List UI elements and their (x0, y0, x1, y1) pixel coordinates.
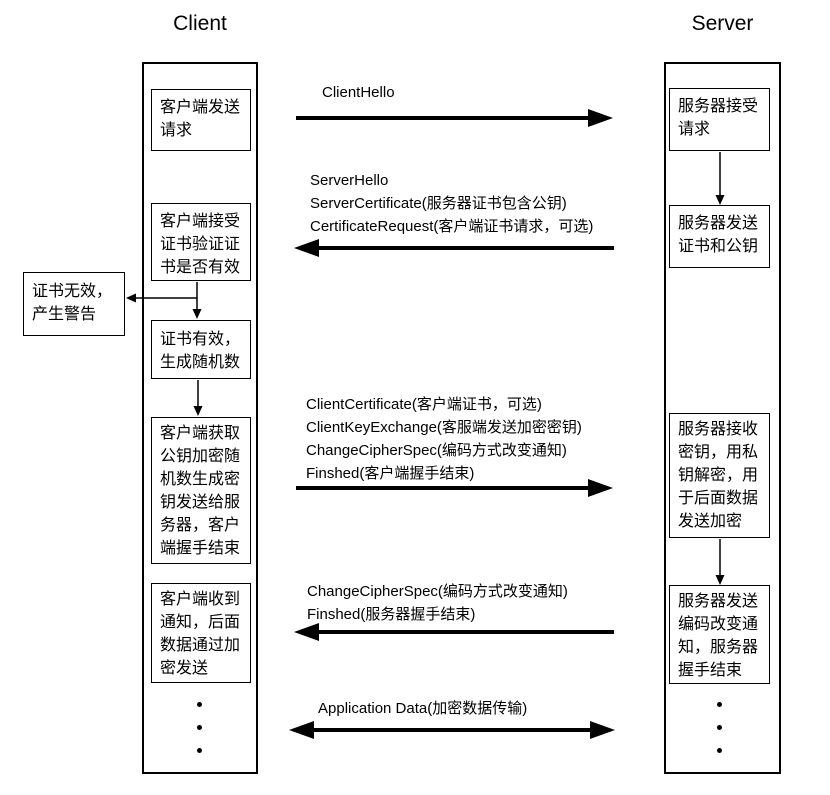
client-step-encrypt-key: 客户端获取 公钥加密随 机数生成密 钥发送给服 务器，客户 端握手结束 (151, 417, 251, 564)
message-label-server-hello: ServerHello ServerCertificate(服务器证书包含公钥)… (310, 172, 594, 235)
message-label-client-hello: ClientHello (322, 84, 395, 101)
client-title: Client (173, 12, 227, 35)
message-label-client-key-exchange: ClientCertificate(客户端证书，可选) ClientKeyExc… (306, 396, 582, 482)
ellipsis-dot (197, 725, 202, 730)
server-step-send-change-notice: 服务器发送 编码改变通 知，服务器 握手结束 (669, 585, 770, 684)
message-arrow-application-data (289, 721, 615, 739)
ellipsis-dot (717, 725, 722, 730)
client-step-cert-valid: 证书有效， 生成随机数 (151, 320, 251, 379)
server-ellipsis-dots (717, 702, 722, 753)
client-step-verify-cert: 客户端接受 证书验证证 书是否有效 (151, 203, 251, 281)
client-ellipsis-dots (197, 702, 202, 753)
message-label-server-finished: ChangeCipherSpec(编码方式改变通知) Finshed(服务器握手… (307, 583, 568, 623)
ellipsis-dot (717, 702, 722, 707)
warning-box: 证书无效， 产生警告 (23, 272, 125, 336)
client-step-send-request: 客户端发送 请求 (151, 89, 251, 151)
ellipsis-dot (717, 748, 722, 753)
server-title: Server (691, 12, 754, 35)
server-step-receive-key: 服务器接收 密钥，用私 钥解密，用 于后面数据 发送加密 (669, 413, 770, 538)
message-arrow-client-hello (296, 109, 613, 127)
client-step-receive-notice: 客户端收到 通知，后面 数据通过加 密发送 (151, 583, 251, 683)
ellipsis-dot (197, 748, 202, 753)
server-step-accept-request: 服务器接受 请求 (669, 88, 770, 151)
message-arrow-server-hello (294, 239, 614, 257)
server-step-send-cert: 服务器发送 证书和公钥 (669, 205, 770, 268)
message-label-application-data: Application Data(加密数据传输) (318, 700, 528, 717)
ellipsis-dot (197, 702, 202, 707)
